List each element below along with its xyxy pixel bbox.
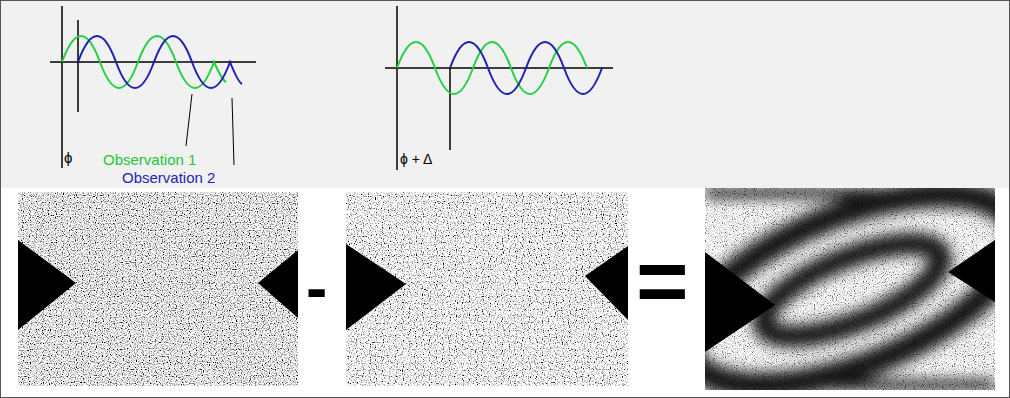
- phase-label: ϕ: [64, 150, 72, 165]
- series-label: Observation 2: [122, 170, 215, 185]
- phase-shift-label: ϕ + Δ: [400, 152, 432, 166]
- equals-sign: =: [636, 236, 689, 326]
- series-label: Observation 1: [103, 152, 196, 167]
- minus-sign: -: [306, 256, 327, 320]
